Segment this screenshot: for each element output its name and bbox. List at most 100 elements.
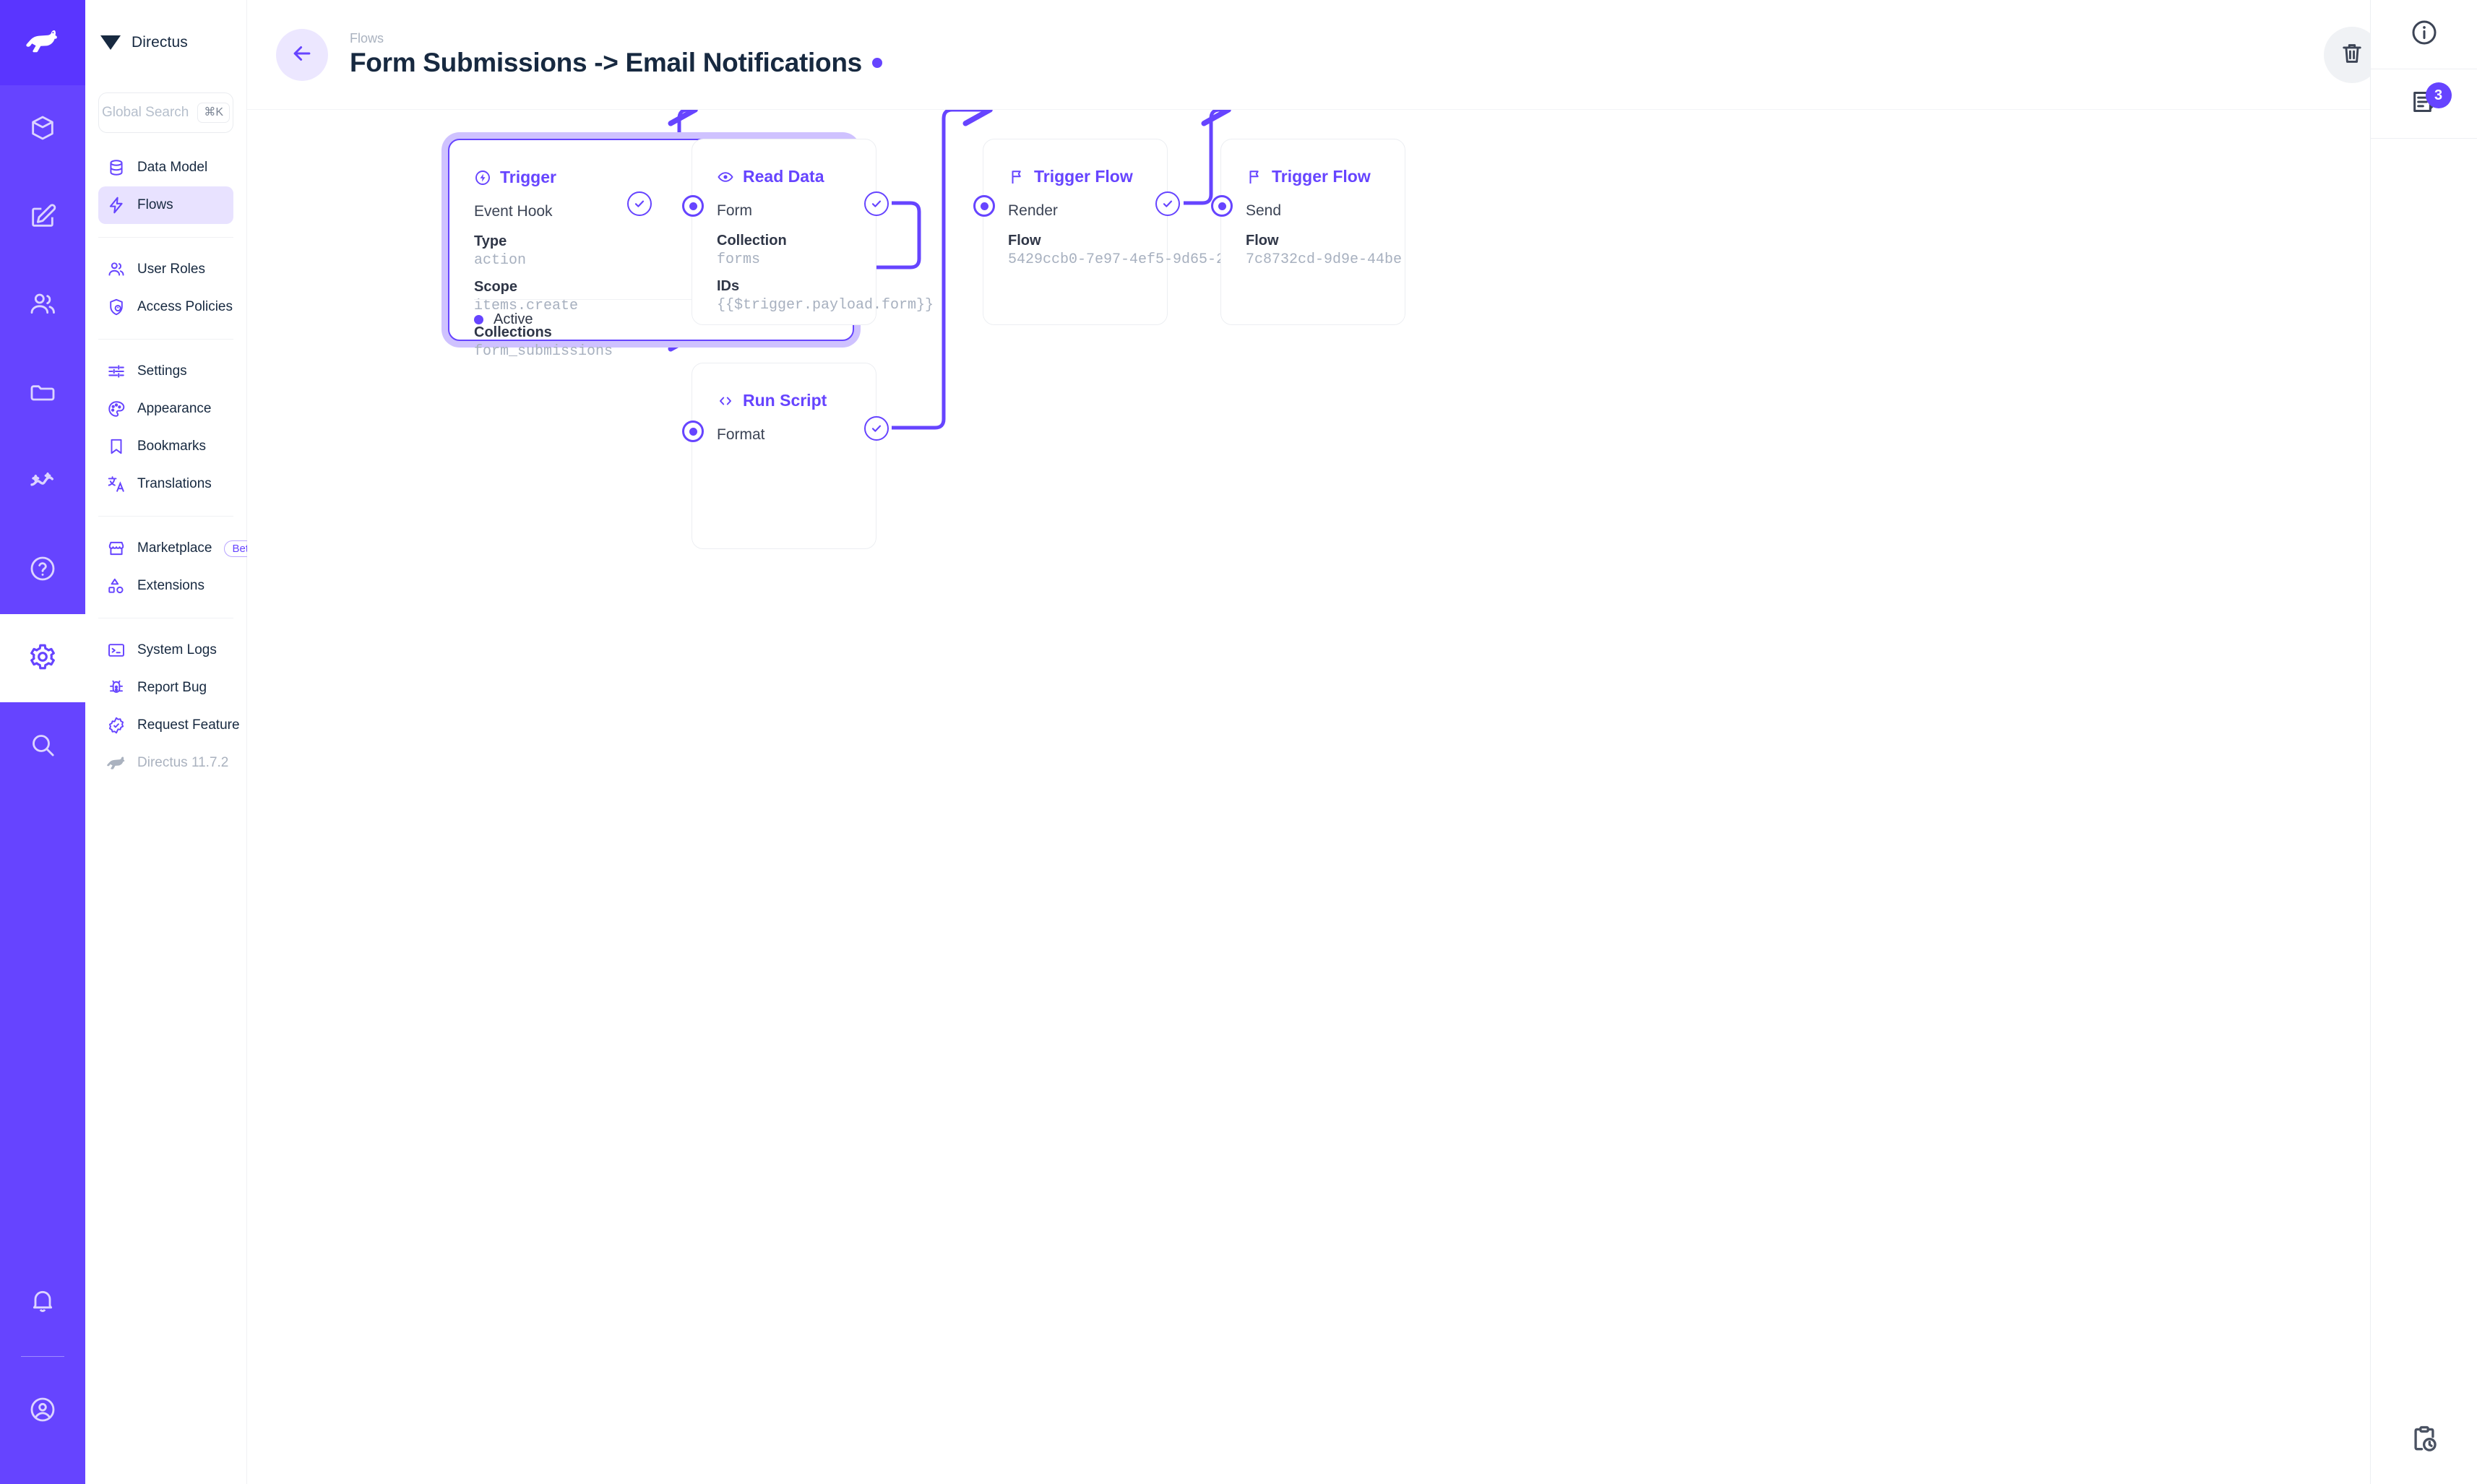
page-title: Form Submissions -> Email Notifications: [350, 48, 862, 77]
rail-item-docs[interactable]: [0, 526, 85, 614]
people-icon: [28, 290, 57, 322]
directus-mark-icon: [100, 32, 121, 53]
rail-item-insights[interactable]: [0, 438, 85, 526]
rail-item-settings[interactable]: [0, 614, 85, 702]
sidebar-item-flows[interactable]: Flows: [98, 186, 233, 224]
port-in-trigger-flow-render[interactable]: [970, 192, 998, 220]
field-key: Collections: [474, 324, 552, 340]
sidebar-item-translations[interactable]: Translations: [98, 465, 233, 503]
field-key: Scope: [474, 279, 518, 295]
sidebar-item-marketplace[interactable]: Marketplace Beta: [98, 530, 264, 567]
rail-item-account[interactable]: [0, 1367, 85, 1455]
sidebar-item-label: Request Feature: [137, 717, 240, 733]
port-out-run-script[interactable]: [863, 415, 890, 442]
rail-item-users[interactable]: [0, 262, 85, 350]
rail-item-content[interactable]: [0, 85, 85, 173]
logs-button[interactable]: 3: [2370, 69, 2477, 139]
sidebar-item-label: Appearance: [137, 401, 212, 416]
sidebar-item-data-model[interactable]: Data Model: [98, 149, 233, 186]
trash-icon: [2339, 40, 2365, 69]
field-value: 5429ccb0-7e97-4ef5-9d65-2b…: [1008, 251, 1243, 268]
magnifier-icon: [28, 730, 57, 763]
flow-node-trigger-flow-render[interactable]: Trigger Flow Render Flow 5429ccb0-7e97-4…: [983, 139, 1243, 325]
translate-icon: [107, 475, 126, 493]
palette-icon: [107, 400, 126, 418]
right-sidebar: 3: [2370, 0, 2477, 1484]
rabbit-icon: [26, 29, 59, 57]
arrow-left-icon: [290, 41, 314, 68]
sidebar-item-system-logs[interactable]: System Logs: [98, 631, 233, 669]
flow-node-trigger-flow-send[interactable]: Trigger Flow Send Flow 7c8732cd-9d9e-44b…: [1220, 139, 1405, 325]
check-circle-icon: [627, 191, 652, 216]
port-in-read-data[interactable]: [679, 192, 707, 220]
clipboard-clock-icon: [2409, 1424, 2439, 1458]
rail-divider: [21, 1356, 64, 1357]
flow-node-read-data[interactable]: Read Data Form Collection forms IDs {{$t…: [692, 139, 934, 325]
field-key: IDs: [717, 278, 740, 294]
info-button[interactable]: [2370, 0, 2477, 69]
sidebar-item-label: Settings: [137, 363, 187, 379]
field-value: 7c8732cd-9d9e-44be: [1246, 251, 1403, 268]
sidebar-item-label: System Logs: [137, 642, 217, 657]
node-name: Send: [1246, 202, 1282, 219]
nav-divider: [98, 339, 233, 340]
sidebar-item-bookmarks[interactable]: Bookmarks: [98, 428, 233, 465]
sidebar-item-settings[interactable]: Settings: [98, 353, 233, 390]
port-in-run-script[interactable]: [679, 418, 707, 445]
sidebar-item-label: Directus 11.7.2: [137, 755, 229, 770]
flow-canvas[interactable]: Trigger Event Hook Type action Scope ite…: [247, 110, 2370, 1484]
sliders-icon: [107, 362, 126, 381]
nav-group-settings: Settings Appearance Bookmarks Translatio…: [85, 353, 246, 503]
code-brackets-icon: [717, 392, 734, 410]
rail-item-search[interactable]: [0, 702, 85, 790]
field-key: Collection: [717, 233, 787, 249]
breadcrumb[interactable]: Flows: [350, 31, 384, 46]
search-input[interactable]: Global Search ⌘K: [98, 92, 233, 133]
logs-count-badge: 3: [2425, 82, 2452, 108]
folder-icon: [28, 378, 57, 410]
port-in-trigger-flow-send[interactable]: [1208, 192, 1236, 220]
main-content: Flows Form Submissions -> Email Notifica…: [247, 0, 2477, 1484]
sidebar-item-request-feature[interactable]: Request Feature: [98, 707, 240, 744]
node-type-header: Trigger: [474, 168, 828, 187]
nav-group-extensions: Marketplace Beta Extensions: [85, 530, 264, 605]
sidebar-item-access-policies[interactable]: Access Policies: [98, 288, 233, 326]
sidebar-item-extensions[interactable]: Extensions: [98, 567, 233, 605]
field-value: {{$trigger.payload.form}}: [717, 297, 934, 314]
dot-circle-icon: [682, 195, 704, 217]
status-badge: [871, 58, 882, 68]
sidebar-item-label: Report Bug: [137, 680, 207, 695]
page-header: Flows Form Submissions -> Email Notifica…: [247, 0, 2477, 110]
shield-user-icon: [107, 298, 126, 316]
port-out-read-data[interactable]: [863, 190, 890, 217]
title-block: Flows Form Submissions -> Email Notifica…: [350, 31, 2324, 78]
user-circle-icon: [28, 1395, 57, 1428]
port-out-trigger[interactable]: [626, 190, 653, 217]
node-type-header: Read Data: [717, 167, 851, 186]
sidebar-item-label: Data Model: [137, 160, 208, 175]
sidebar-item-label: Flows: [137, 197, 173, 212]
rail-item-notifications[interactable]: [0, 1258, 85, 1346]
sidebar-item-appearance[interactable]: Appearance: [98, 390, 233, 428]
back-button[interactable]: [276, 28, 328, 81]
flag-icon: [1008, 168, 1025, 186]
navigation-sidebar: Directus Global Search ⌘K Data Model Flo…: [85, 0, 264, 1484]
sidebar-item-report-bug[interactable]: Report Bug: [98, 669, 233, 707]
sidebar-item-label: Extensions: [137, 578, 204, 593]
flow-node-run-script[interactable]: Run Script Format: [692, 363, 876, 549]
rail-item-editor[interactable]: [0, 173, 85, 262]
sidebar-item-label: Marketplace: [137, 540, 212, 556]
shapes-icon: [107, 577, 126, 595]
field-value: forms: [717, 251, 761, 268]
database-icon: [107, 158, 126, 177]
history-button[interactable]: [2371, 1397, 2477, 1484]
rail-item-files[interactable]: [0, 350, 85, 438]
sidebar-item-label: User Roles: [137, 262, 205, 277]
directus-logo-button[interactable]: [0, 0, 85, 85]
sidebar-item-user-roles[interactable]: User Roles: [98, 251, 233, 288]
search-shortcut-kbd: ⌘K: [197, 103, 231, 123]
sidebar-item-label: Access Policies: [137, 299, 233, 314]
node-status-label: Active: [494, 311, 533, 327]
port-out-trigger-flow-render[interactable]: [1154, 190, 1181, 217]
dot-circle-icon: [1211, 195, 1233, 217]
